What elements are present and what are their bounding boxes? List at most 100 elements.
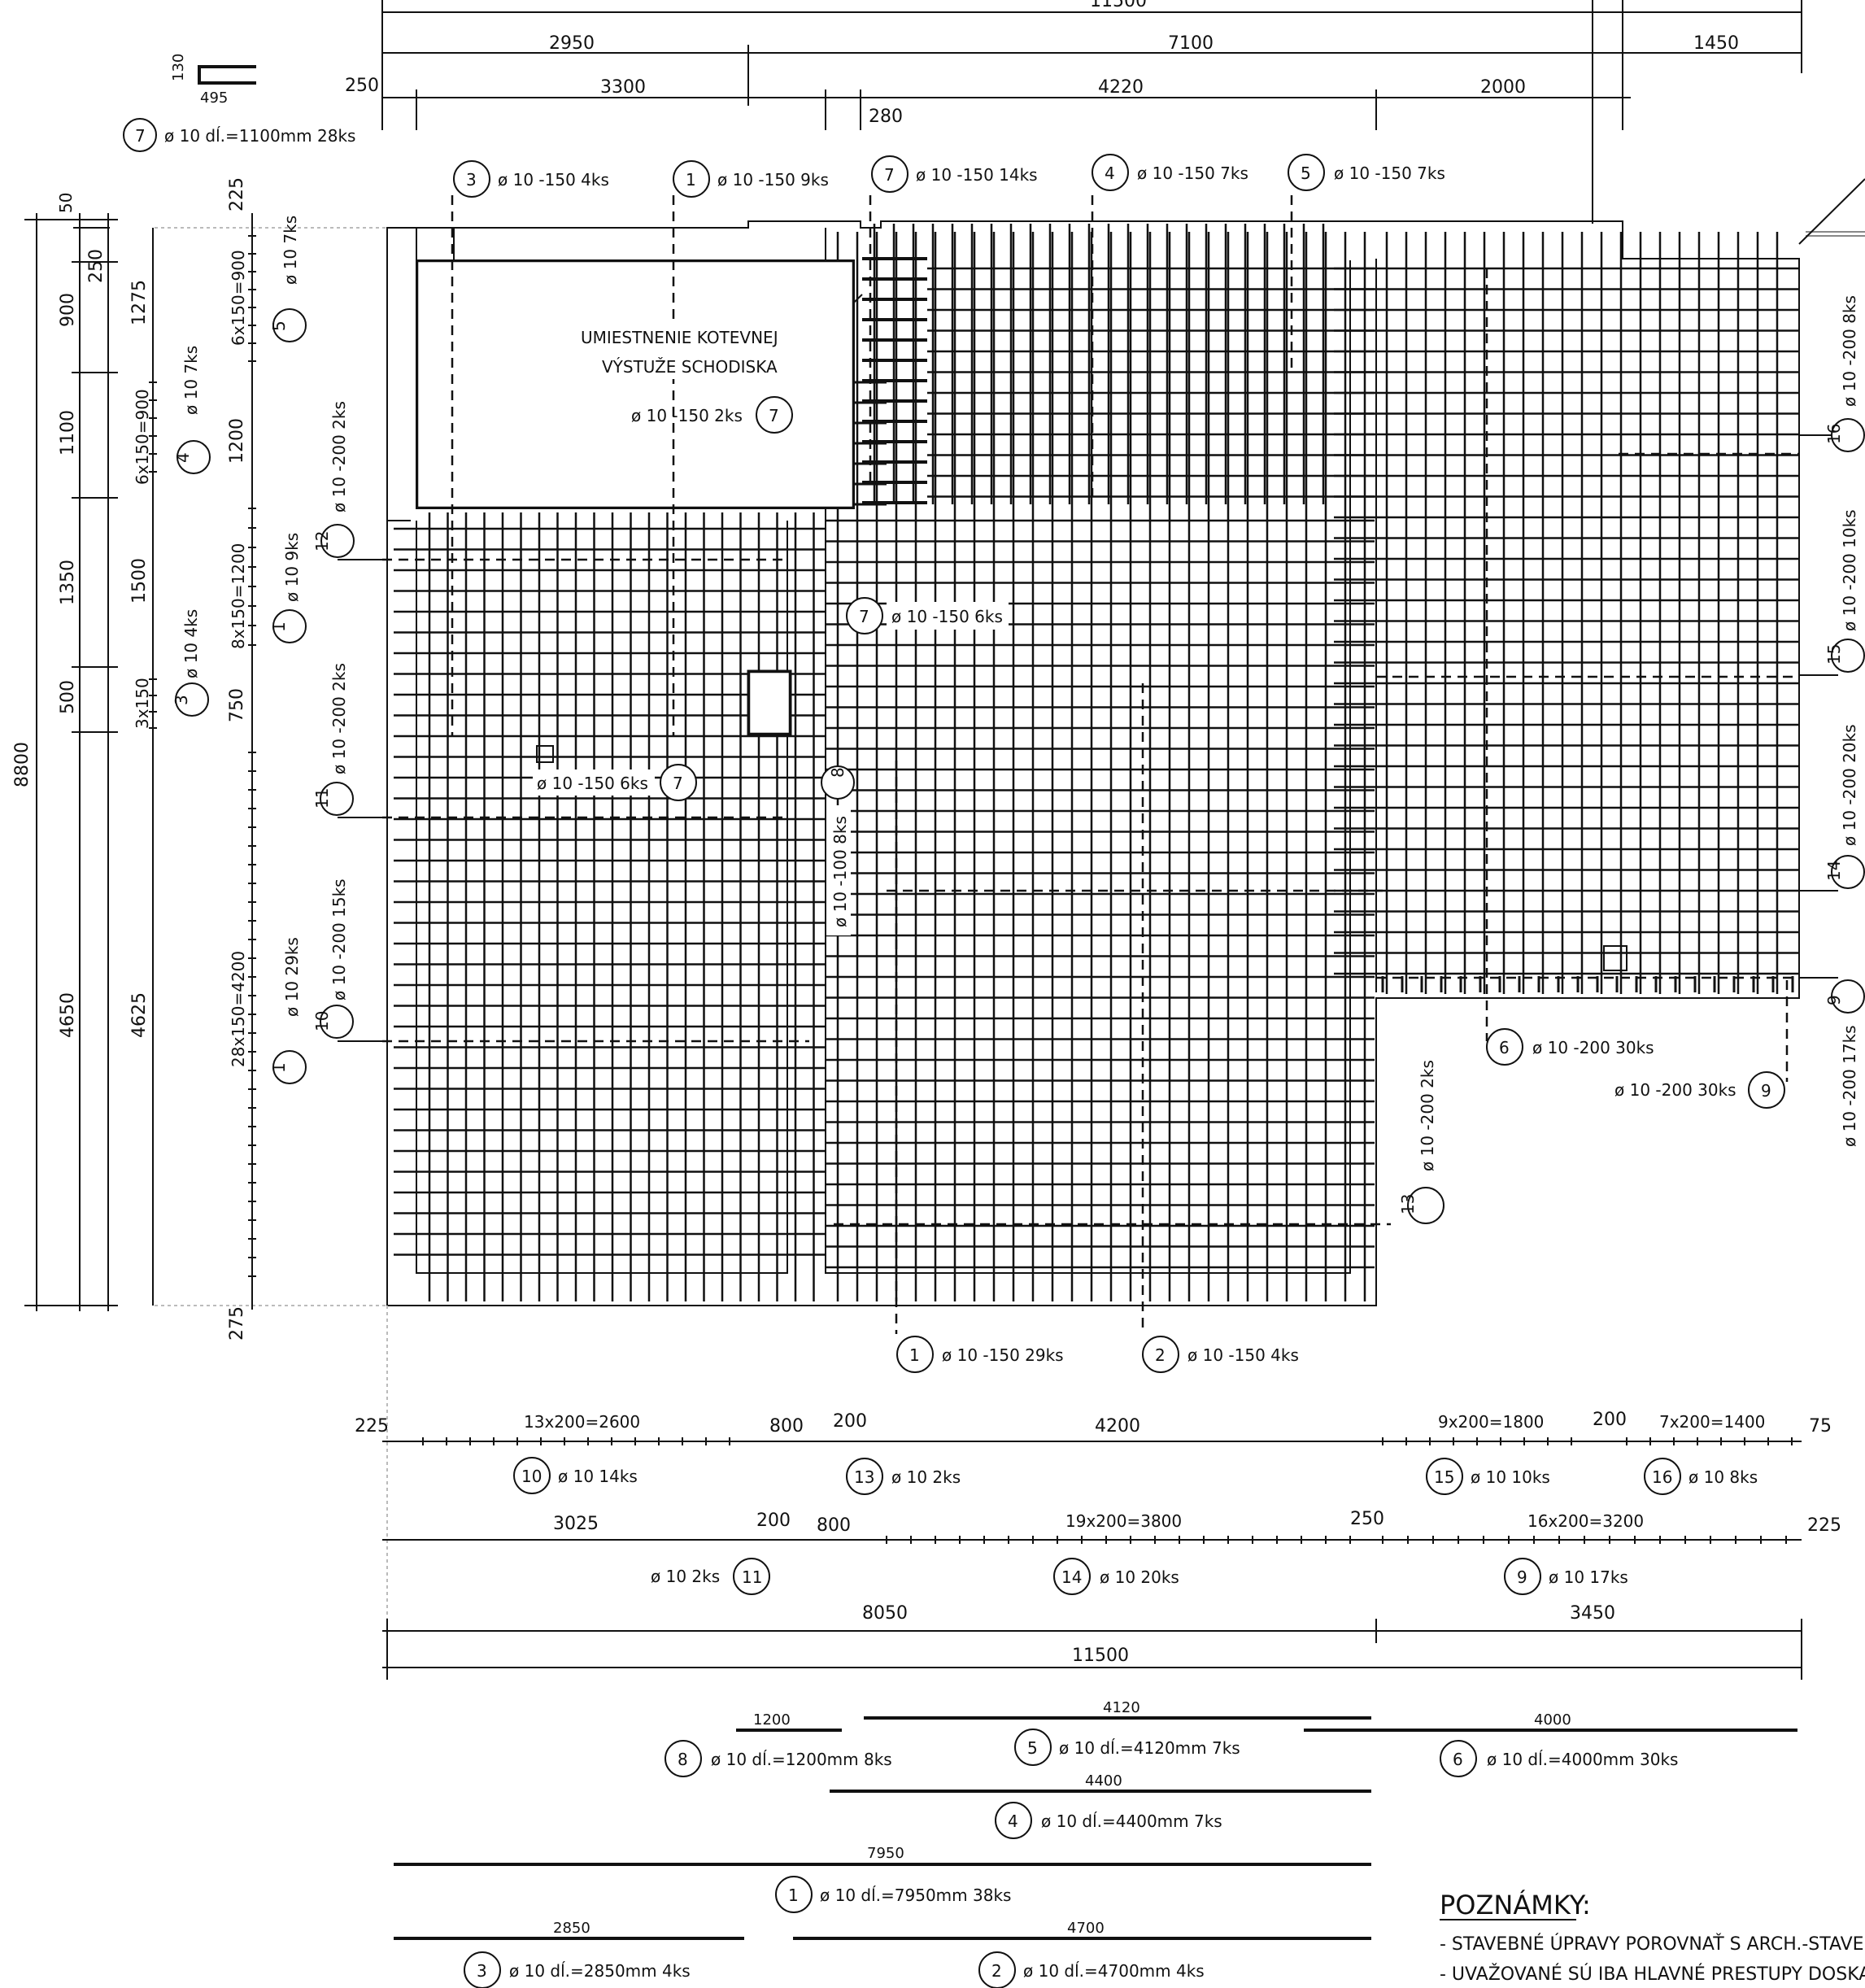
svg-text:2850: 2850 xyxy=(553,1920,590,1937)
note-line-2: - UVAŽOVANÉ SÚ IBA HLAVNÉ PRESTUPY DOSKA… xyxy=(1440,1964,1865,1985)
svg-text:3: 3 xyxy=(172,695,191,705)
svg-text:4700: 4700 xyxy=(1067,1920,1105,1937)
bar-schedule: 1200 8 ø 10 dĺ.=1200mm 8ks 4120 5 ø 10 d… xyxy=(394,1699,1797,1988)
svg-text:7: 7 xyxy=(769,406,779,425)
svg-text:ø 10 17ks: ø 10 17ks xyxy=(1549,1567,1628,1587)
svg-text:ø 10 -150 14ks: ø 10 -150 14ks xyxy=(916,165,1038,185)
svg-text:4625: 4625 xyxy=(129,992,150,1038)
svg-text:ø 10 -150 6ks: ø 10 -150 6ks xyxy=(537,774,648,793)
svg-text:4120: 4120 xyxy=(1103,1699,1140,1716)
svg-text:8: 8 xyxy=(678,1750,688,1769)
svg-text:ø 10 8ks: ø 10 8ks xyxy=(1689,1467,1758,1487)
svg-text:10: 10 xyxy=(521,1467,542,1486)
callout-13: ø 10 -200 2ks 13 xyxy=(1398,1060,1445,1224)
dim-8800: 8800 xyxy=(12,742,33,787)
callout-7c: ø 10 -150 6ks 7 xyxy=(533,764,697,801)
svg-text:5: 5 xyxy=(269,320,289,331)
svg-text:275: 275 xyxy=(227,1306,247,1341)
stair-void xyxy=(416,259,855,509)
svg-text:ø 10 -200 15ks: ø 10 -200 15ks xyxy=(329,878,349,1001)
svg-text:15: 15 xyxy=(1824,644,1844,665)
svg-text:UMIESTNENIE KOTEVNEJ: UMIESTNENIE KOTEVNEJ xyxy=(581,328,778,347)
svg-text:750: 750 xyxy=(227,688,247,722)
svg-text:225: 225 xyxy=(1807,1515,1841,1536)
left-dimension-lines xyxy=(24,213,253,1311)
dim-1450: 1450 xyxy=(1693,33,1739,54)
svg-text:500: 500 xyxy=(58,680,78,714)
svg-text:9: 9 xyxy=(1761,1081,1771,1101)
svg-text:ø 10 -150 4ks: ø 10 -150 4ks xyxy=(498,170,609,190)
svg-text:200: 200 xyxy=(1593,1410,1627,1430)
inner-callouts: ø 10 -150 2ks 7 7 ø 10 -150 6ks ø 10 -15… xyxy=(533,396,1785,1224)
dim-280: 280 xyxy=(869,107,903,127)
svg-text:1500: 1500 xyxy=(129,558,150,604)
hook-mark: 7 xyxy=(135,126,146,146)
hook-label: ø 10 dĺ.=1100mm 28ks xyxy=(164,126,355,146)
svg-text:ø 10 -200 30ks: ø 10 -200 30ks xyxy=(1532,1038,1654,1057)
dim-7100: 7100 xyxy=(1168,33,1214,54)
callout-4-top: 4 ø 10 -150 7ks xyxy=(1092,154,1248,191)
svg-text:ø 10 -200 2ks: ø 10 -200 2ks xyxy=(329,401,349,512)
svg-text:ø 10 dĺ.=1200mm 8ks: ø 10 dĺ.=1200mm 8ks xyxy=(711,1750,892,1769)
svg-text:ø 10 7ks: ø 10 7ks xyxy=(181,346,201,415)
svg-text:ø 10 -200 2ks: ø 10 -200 2ks xyxy=(1418,1060,1437,1171)
rebar-distribution-lines xyxy=(382,195,1799,1334)
svg-text:1200: 1200 xyxy=(753,1711,791,1729)
svg-text:11500: 11500 xyxy=(1072,1646,1129,1666)
svg-text:75: 75 xyxy=(1809,1416,1832,1437)
left-spacing-ticks xyxy=(149,235,256,1277)
svg-text:ø 10 dĺ.=4400mm 7ks: ø 10 dĺ.=4400mm 7ks xyxy=(1041,1811,1222,1831)
svg-text:8: 8 xyxy=(828,767,848,778)
svg-text:2: 2 xyxy=(1155,1345,1166,1365)
svg-text:2: 2 xyxy=(991,1961,1002,1981)
svg-text:ø 10 14ks: ø 10 14ks xyxy=(558,1467,638,1486)
svg-text:ø 10 9ks: ø 10 9ks xyxy=(282,533,302,602)
svg-text:ø 10 dĺ.=2850mm 4ks: ø 10 dĺ.=2850mm 4ks xyxy=(509,1961,691,1981)
svg-text:28x150=4200: 28x150=4200 xyxy=(229,951,248,1067)
svg-text:12: 12 xyxy=(312,531,332,551)
dim-250: 250 xyxy=(345,76,379,96)
svg-text:6x150=900: 6x150=900 xyxy=(229,250,248,346)
svg-text:250: 250 xyxy=(86,249,107,283)
notes: POZNÁMKY: - STAVEBNÉ ÚPRAVY POROVNAŤ S A… xyxy=(1440,1890,1865,1985)
svg-text:16: 16 xyxy=(1824,424,1844,444)
svg-text:ø 10 -150 7ks: ø 10 -150 7ks xyxy=(1334,163,1445,183)
svg-text:1350: 1350 xyxy=(58,560,78,605)
svg-text:200: 200 xyxy=(833,1411,867,1432)
svg-text:6x150=900: 6x150=900 xyxy=(133,389,152,485)
bottom-dimension-lines xyxy=(382,1441,1802,1680)
svg-text:5: 5 xyxy=(1027,1738,1038,1758)
svg-text:7: 7 xyxy=(859,607,869,626)
svg-text:14: 14 xyxy=(1824,861,1844,881)
callout-1-top: 1 ø 10 -150 9ks xyxy=(673,160,829,198)
svg-text:3025: 3025 xyxy=(553,1514,599,1534)
svg-text:ø 10 -150 29ks: ø 10 -150 29ks xyxy=(942,1345,1064,1365)
notes-heading: POZNÁMKY: xyxy=(1440,1890,1591,1920)
svg-text:225: 225 xyxy=(355,1416,389,1437)
callout-3-top: 3 ø 10 -150 4ks xyxy=(453,160,609,198)
svg-text:3450: 3450 xyxy=(1570,1603,1615,1624)
svg-text:VÝSTUŽE SCHODISKA: VÝSTUŽE SCHODISKA xyxy=(602,357,778,377)
svg-text:15: 15 xyxy=(1434,1467,1454,1487)
svg-text:1: 1 xyxy=(909,1345,920,1365)
svg-text:1275: 1275 xyxy=(129,280,150,325)
svg-text:250: 250 xyxy=(1350,1509,1384,1529)
svg-text:13: 13 xyxy=(1398,1194,1418,1214)
svg-text:16x200=3200: 16x200=3200 xyxy=(1527,1511,1644,1531)
bar-hook-shape: 130 495 7 ø 10 dĺ.=1100mm 28ks xyxy=(123,54,355,152)
svg-text:4200: 4200 xyxy=(1095,1416,1140,1437)
svg-text:1200: 1200 xyxy=(227,418,247,464)
svg-text:16: 16 xyxy=(1652,1467,1672,1487)
svg-text:4: 4 xyxy=(1008,1811,1018,1831)
svg-text:ø 10 -100 8ks: ø 10 -100 8ks xyxy=(830,816,850,927)
svg-text:9: 9 xyxy=(1517,1567,1527,1587)
svg-text:14: 14 xyxy=(1061,1567,1082,1587)
svg-text:ø 10 -150 4ks: ø 10 -150 4ks xyxy=(1187,1345,1299,1365)
svg-text:7: 7 xyxy=(884,165,895,185)
dim-2950: 2950 xyxy=(549,33,595,54)
svg-text:3x150: 3x150 xyxy=(133,678,152,729)
callout-7a: ø 10 -150 2ks 7 xyxy=(631,396,793,434)
svg-text:1: 1 xyxy=(269,621,289,632)
svg-text:ø 10 4ks: ø 10 4ks xyxy=(181,609,201,678)
svg-text:ø 10 -200 10ks: ø 10 -200 10ks xyxy=(1840,509,1859,631)
